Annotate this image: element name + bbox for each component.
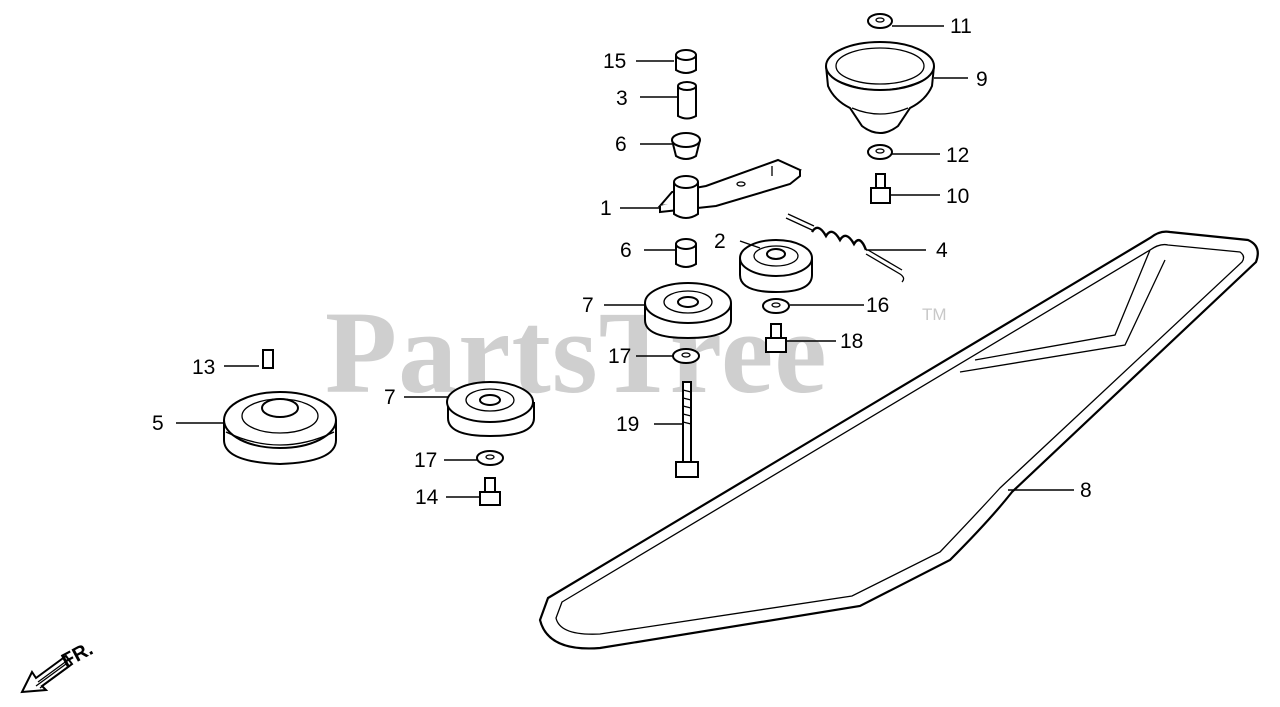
callout-15[interactable]: 15 <box>603 50 626 73</box>
part-belt[interactable] <box>538 230 1259 650</box>
callout-5[interactable]: 5 <box>152 412 164 435</box>
callout-18[interactable]: 18 <box>840 330 863 353</box>
callout-14[interactable]: 14 <box>415 486 439 509</box>
part-key[interactable] <box>262 349 274 369</box>
callout-13[interactable]: 13 <box>192 356 215 379</box>
part-cup-pulley[interactable] <box>825 41 935 134</box>
part-bolt-right[interactable] <box>765 323 787 353</box>
part-nut[interactable] <box>675 49 697 74</box>
part-idler-pulley-center[interactable] <box>644 282 732 340</box>
callout-19[interactable]: 19 <box>616 413 639 436</box>
part-bolt-small[interactable] <box>479 477 501 506</box>
callout-17-left[interactable]: 17 <box>414 449 437 472</box>
callout-12[interactable]: 12 <box>946 144 969 167</box>
callout-6-lower[interactable]: 6 <box>620 239 632 262</box>
part-bushing-upper[interactable] <box>671 132 701 160</box>
part-bushing-lower[interactable] <box>675 238 697 268</box>
part-tension-arm[interactable] <box>657 158 802 219</box>
callout-4[interactable]: 4 <box>936 239 948 262</box>
part-washer-left[interactable] <box>476 450 504 466</box>
part-large-pulley[interactable] <box>223 391 337 466</box>
leader-lines <box>176 25 1074 498</box>
part-spring[interactable] <box>785 213 905 283</box>
front-arrow-icon <box>20 654 74 694</box>
watermark-text: PartsTree <box>325 287 828 418</box>
callout-6-upper[interactable]: 6 <box>615 133 627 156</box>
part-collar[interactable] <box>677 81 697 120</box>
part-bolt-top[interactable] <box>870 173 891 204</box>
watermark-trademark: TM <box>922 305 947 324</box>
callout-7-center[interactable]: 7 <box>582 294 594 317</box>
callout-10[interactable]: 10 <box>946 185 969 208</box>
part-long-bolt[interactable] <box>675 381 699 478</box>
part-small-pulley[interactable] <box>739 239 813 294</box>
callout-11[interactable]: 11 <box>950 15 972 38</box>
part-idler-pulley-left[interactable] <box>446 381 535 438</box>
callout-16[interactable]: 16 <box>866 294 889 317</box>
callout-9[interactable]: 9 <box>976 68 988 91</box>
callout-3[interactable]: 3 <box>616 87 628 110</box>
callout-labels: 15 3 6 1 6 2 4 7 16 17 18 19 13 5 7 17 1… <box>152 15 1092 509</box>
callout-17-center[interactable]: 17 <box>608 345 631 368</box>
part-washer-top[interactable] <box>867 13 893 29</box>
callout-8[interactable]: 8 <box>1080 479 1092 502</box>
part-washer-right[interactable] <box>762 298 790 314</box>
part-washer-center[interactable] <box>672 348 700 364</box>
front-direction-indicator: FR. <box>20 638 97 694</box>
callout-1[interactable]: 1 <box>600 197 612 220</box>
callout-7-left[interactable]: 7 <box>384 386 396 409</box>
callout-2[interactable]: 2 <box>714 230 726 253</box>
part-washer-mid[interactable] <box>867 144 893 160</box>
